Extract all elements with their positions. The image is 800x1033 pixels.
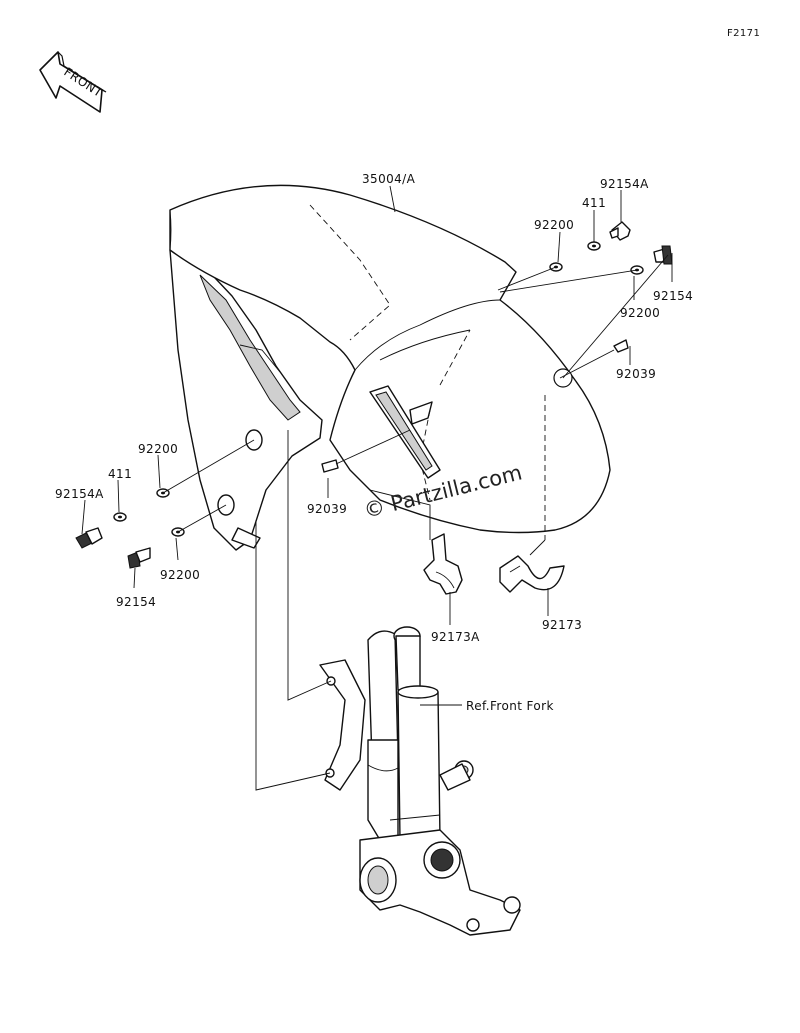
label-92039-right: 92039 xyxy=(616,367,656,381)
bolt-92154A-right xyxy=(609,221,631,241)
label-35004A: 35004/A xyxy=(362,172,416,186)
label-92173A: 92173A xyxy=(431,630,480,644)
label-411-left: 411 xyxy=(108,467,132,481)
label-92200-left-2: 92200 xyxy=(160,568,200,582)
label-92154-right: 92154 xyxy=(653,289,693,303)
label-411-right: 411 xyxy=(582,196,606,210)
clamp-92173 xyxy=(499,555,565,593)
clamp-92173A xyxy=(423,533,463,595)
rivet-92039-right xyxy=(559,339,629,379)
collar-411-right xyxy=(587,241,601,251)
bolt-92154-left xyxy=(127,547,151,569)
label-92200-right: 92200 xyxy=(534,218,574,232)
label-92173: 92173 xyxy=(542,618,582,632)
label-92200-right-2: 92200 xyxy=(620,306,660,320)
bolt-92154A-left xyxy=(75,527,103,549)
label-92154A-left: 92154A xyxy=(55,487,104,501)
label-ref-front-fork: Ref.Front Fork xyxy=(466,699,554,713)
front-arrow-icon: FRONT xyxy=(39,51,107,113)
figure-code: F2171 xyxy=(727,28,760,39)
collar-411-left xyxy=(113,512,127,522)
part-labels: 35004/A 92154A 411 92200 92154 92200 920… xyxy=(55,172,693,713)
label-92039-left: 92039 xyxy=(307,502,347,516)
front-fork xyxy=(319,626,521,936)
rivet-92039-left xyxy=(321,429,411,473)
label-92154A-right: 92154A xyxy=(600,177,649,191)
label-92154-left: 92154 xyxy=(116,595,156,609)
leader-lines xyxy=(81,185,673,791)
label-92200-left: 92200 xyxy=(138,442,178,456)
